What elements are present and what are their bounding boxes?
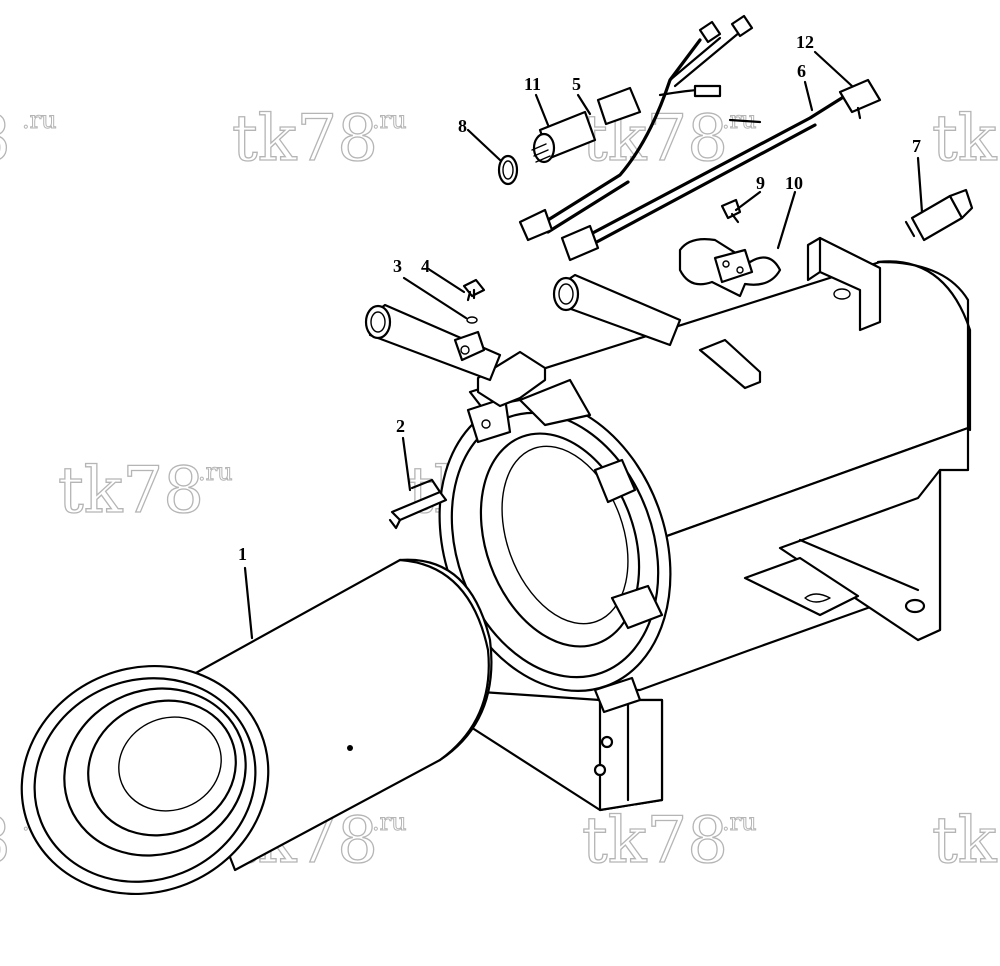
watermark-text: 8 — [0, 804, 11, 878]
clamp-part-10 — [678, 238, 782, 298]
callout-5: 5 — [572, 74, 581, 94]
callout-12: 12 — [796, 32, 814, 52]
watermark: tk78 .ru — [57, 453, 233, 528]
watermark-suffix: .ru — [372, 106, 407, 134]
ring-flange — [438, 350, 672, 714]
connector-part-12 — [838, 78, 882, 120]
watermark-text: tk78 — [932, 102, 1000, 176]
watermark: 8 .ru — [0, 101, 57, 176]
guide-rods — [364, 273, 682, 382]
switch-part-7 — [904, 188, 974, 242]
washer-part-3 — [466, 316, 478, 324]
sender-part-11 — [531, 110, 597, 164]
washer-part-8 — [497, 154, 519, 186]
callout-2: 2 — [396, 416, 405, 436]
callout-10: 10 — [785, 173, 803, 193]
watermark: tk78 .ru — [581, 803, 757, 878]
watermark: tk78 .ru — [231, 101, 407, 176]
watermark: tk78 — [931, 803, 1000, 878]
bracket-part-2 — [388, 478, 448, 530]
callout-3: 3 — [393, 256, 402, 276]
cable-part-5 — [518, 14, 754, 242]
callout-1: 1 — [238, 544, 247, 564]
watermark-suffix: .ru — [198, 458, 233, 486]
callout-6: 6 — [797, 61, 806, 81]
watermark-text: tk78 — [582, 804, 728, 878]
callout-11: 11 — [524, 74, 541, 94]
watermark-text: 8 — [0, 102, 11, 176]
cable-part-6 — [560, 94, 847, 262]
callout-7: 7 — [912, 136, 921, 156]
tube-part-1 — [20, 558, 493, 896]
leader-lines — [243, 50, 924, 640]
watermark-suffix: .ru — [22, 106, 57, 134]
watermark-suffix: .ru — [722, 808, 757, 836]
watermark-text: tk78 — [58, 454, 204, 528]
screw-part-9 — [720, 198, 742, 224]
callout-8: 8 — [458, 116, 467, 136]
watermark: tk78 — [931, 101, 1000, 176]
watermark-text: tk78 — [932, 804, 1000, 878]
screw-part-4 — [462, 278, 486, 302]
watermark-text: tk78 — [232, 102, 378, 176]
watermark-suffix: .ru — [372, 808, 407, 836]
callout-4: 4 — [421, 256, 430, 276]
callout-9: 9 — [756, 173, 765, 193]
callouts: 1 2 3 4 5 6 7 8 9 10 11 12 — [238, 32, 921, 564]
